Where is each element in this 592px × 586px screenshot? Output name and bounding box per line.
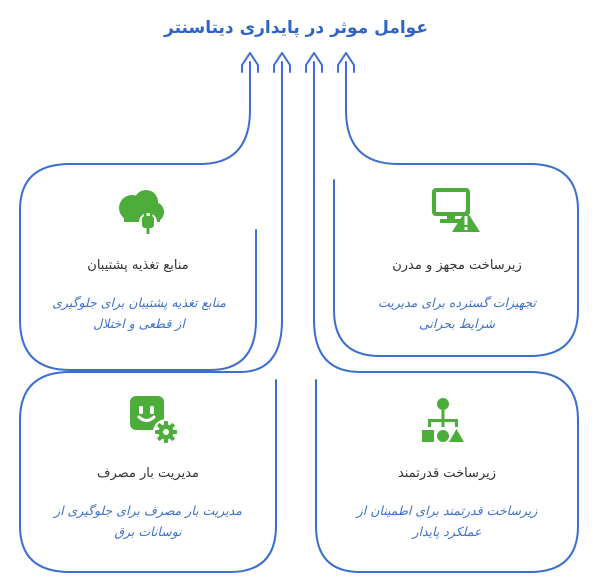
- connector-hardware: [345, 61, 579, 211]
- card-box-hardware: [333, 179, 579, 357]
- card-desc-load-management: مدیریت بار مصرف برای جلوگیری از نوسانات …: [54, 503, 242, 539]
- card-box-load-management: [19, 379, 277, 573]
- plug-gear-icon: [130, 396, 179, 445]
- card-desc-backup-power: منابع تغذیه پشتیبان برای جلوگیری از قطعی…: [52, 295, 226, 331]
- arrowhead-load-management: [273, 52, 291, 73]
- connector-load-management: [19, 61, 283, 421]
- card-title-load-management: مدیریت بار مصرف: [97, 466, 199, 481]
- card-box-backup-power: [19, 209, 257, 371]
- arrowhead-backup-power: [241, 52, 259, 73]
- card-desc-infrastructure: زیرساخت قدرتمند برای اطمینان از عملکرد پ…: [356, 503, 538, 539]
- arrowhead-hardware: [337, 52, 355, 73]
- card-title-backup-power: منابع تغذیه پشتیبان: [87, 258, 189, 273]
- arrowhead-infrastructure: [305, 52, 323, 73]
- card-title-infrastructure: زیرساخت قدرتمند: [397, 466, 497, 481]
- hierarchy-shapes-icon: [422, 398, 464, 442]
- card-box-infrastructure: [315, 379, 579, 573]
- monitor-warning-icon: [432, 188, 480, 232]
- connector-infrastructure: [313, 61, 579, 421]
- card-title-hardware: زیرساخت مجهز و مدرن: [392, 258, 522, 273]
- card-desc-hardware: تجهیزات گسترده برای مدیریت شرایط بحرانی: [377, 295, 537, 331]
- power-cloud-plug-icon: [119, 190, 164, 234]
- diagram-title: عوامل موثر در پایداری دیتاسنتر: [164, 18, 428, 38]
- connector-backup-power: [19, 61, 251, 211]
